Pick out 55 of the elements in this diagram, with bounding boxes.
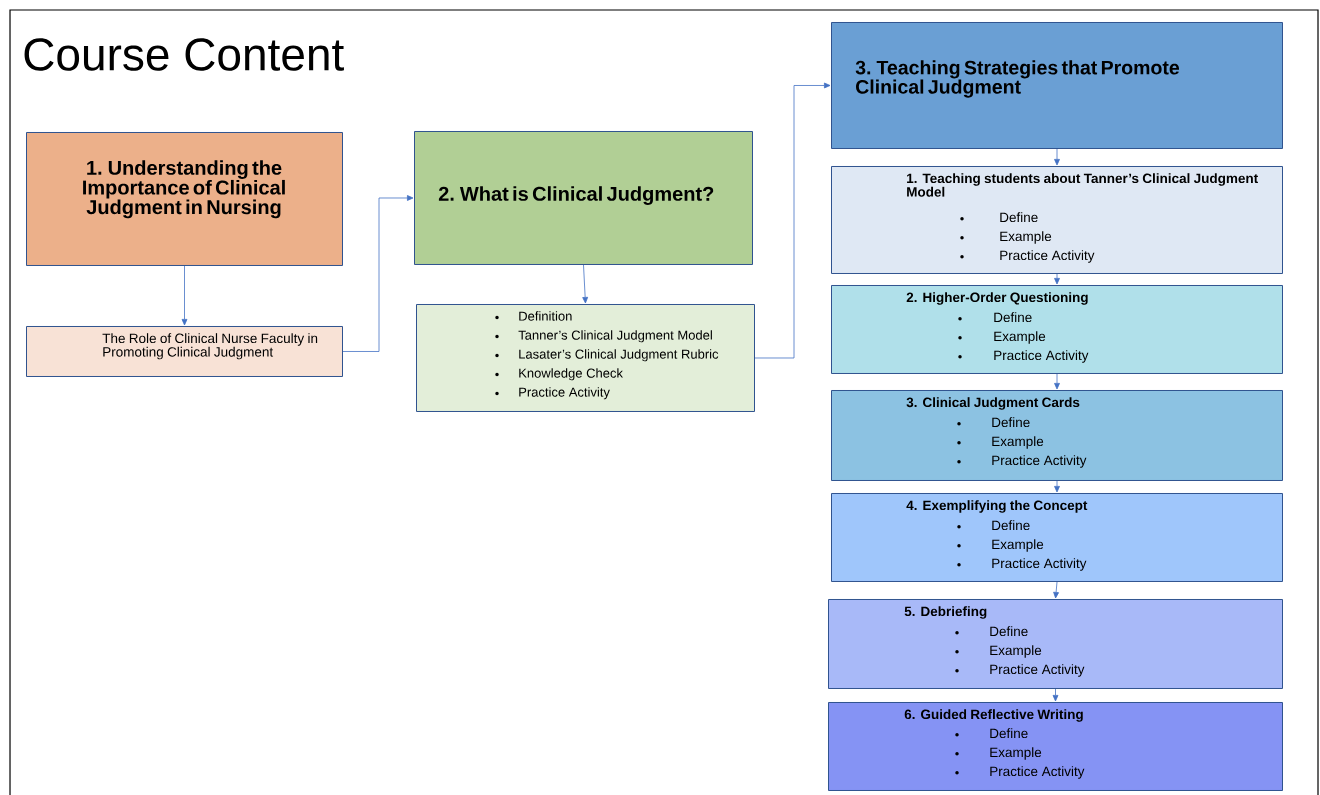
box-heading: 4. Exemplifying the Concept: [906, 500, 1088, 513]
bullet-item: Practice Activity: [495, 387, 610, 400]
bullet-item: Practice Activity: [960, 250, 1095, 263]
bullet-item: Knowledge Check: [495, 368, 623, 381]
bullet-item: Practice Activity: [957, 455, 1087, 468]
arrow: [181, 265, 188, 326]
process-box: [416, 304, 755, 412]
box-heading: The Role of Clinical Nurse Faculty in Promoting Clinical Judgment: [102, 333, 318, 360]
arrow: [1054, 273, 1060, 285]
arrow: [342, 195, 414, 352]
arrow: [1053, 581, 1059, 599]
bullet-item: Define: [958, 312, 1032, 323]
slide-title: Course Content: [24, 38, 344, 71]
bullet-item: Example: [958, 331, 1046, 344]
process-box: [26, 132, 343, 266]
arrow: [1054, 480, 1060, 493]
box-heading: 2. Higher-Order Questioning: [906, 292, 1088, 305]
process-box: [828, 702, 1283, 791]
arrow: [1052, 688, 1059, 702]
arrow: [582, 264, 589, 304]
process-box: [831, 390, 1283, 481]
bullet-item: Practice Activity: [958, 350, 1089, 363]
process-box: [414, 131, 753, 265]
bullet-item: Example: [955, 747, 1042, 760]
bullet-item: Practice Activity: [955, 664, 1085, 677]
bullet-item: Practice Activity: [957, 558, 1087, 571]
bullet-item: Example: [957, 539, 1044, 552]
arrow: [754, 82, 831, 359]
bullet-item: Tanner’s Clinical Judgment Model: [495, 330, 712, 343]
process-box: [831, 493, 1283, 582]
bullet-item: Example: [955, 645, 1042, 658]
process-box: [831, 22, 1283, 149]
bullet-item: Define: [957, 417, 1030, 428]
bullet-item: Example: [960, 231, 1052, 244]
bullet-item: Definition: [495, 311, 572, 321]
box-heading: 1. Understanding the Importance of Clinical Judgment in Nursing: [83, 160, 285, 219]
box-heading: 6. Guided Reflective Writing: [904, 709, 1083, 722]
bullet-item: Example: [957, 436, 1044, 449]
process-box: [26, 326, 343, 377]
box-heading: 3. Teaching Strategies that Promote Clinical Judgment: [855, 60, 1180, 98]
bullet-item: Define: [955, 626, 1028, 637]
arrow: [1054, 148, 1060, 166]
box-heading: 5. Debriefing: [904, 606, 987, 619]
bullet-item: Define: [957, 520, 1030, 531]
process-box: [828, 599, 1283, 689]
bullet-item: Define: [955, 728, 1028, 739]
bullet-item: Define: [960, 212, 1038, 223]
arrow: [1054, 373, 1060, 390]
box-heading: 2. What is Clinical Judgment?: [438, 186, 714, 205]
box-heading: 3. Clinical Judgment Cards: [906, 397, 1080, 410]
box-heading: 1. Teaching students about Tanner’s Clinical Judgment Model: [907, 173, 1258, 197]
bullet-item: Practice Activity: [955, 766, 1085, 779]
process-box: [831, 285, 1283, 374]
bullet-item: Lasater’s Clinical Judgment Rubric: [495, 349, 719, 362]
process-box: [831, 166, 1283, 274]
